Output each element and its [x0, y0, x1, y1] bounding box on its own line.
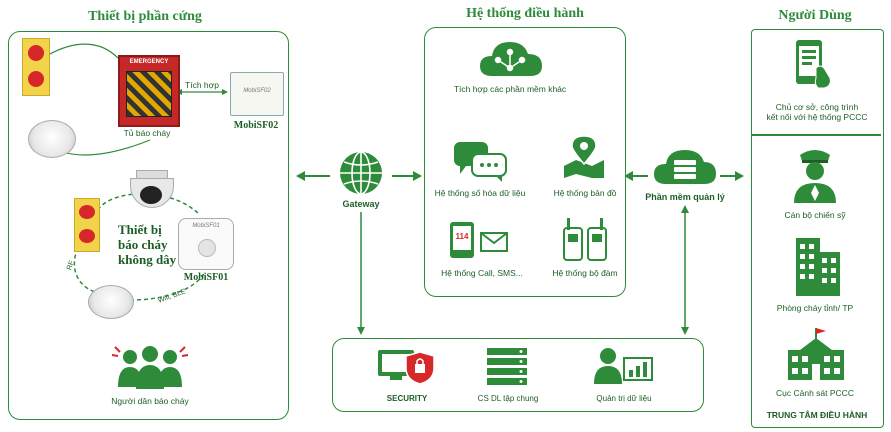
link-label: Tích hợp	[185, 80, 219, 90]
hardware-title: Thiết bị phần cứng	[88, 9, 202, 24]
people-icon	[111, 346, 189, 389]
alarm-button-2-icon	[74, 198, 100, 252]
headquarters-icon[interactable]	[784, 326, 848, 382]
mobisf01-device-icon: MobiSF01	[178, 218, 234, 270]
alarm-button-icon	[22, 38, 50, 96]
walkie-talkie-icon[interactable]	[560, 218, 612, 262]
cloud-integration-icon[interactable]	[478, 38, 544, 82]
digital-label: Hệ thống số hóa dữ liệu	[434, 188, 526, 198]
building-icon[interactable]	[792, 234, 844, 298]
map-icon[interactable]	[562, 134, 606, 180]
call-label: Hệ thống Call, SMS...	[441, 268, 523, 278]
security-label: SECURITY	[386, 394, 428, 403]
emergency-text: EMERGENCY	[129, 59, 169, 65]
integration-label: Tích hợp các phần mềm khác	[453, 84, 567, 94]
officer-label: Cán bộ chiến sỹ	[784, 210, 846, 220]
users-title: Người Dùng	[778, 8, 852, 23]
radio-label: Hệ thống bộ đàm	[552, 268, 618, 278]
database-icon[interactable]	[486, 346, 528, 386]
center-label: TRUNG TÂM ĐIỀU HÀNH	[766, 410, 868, 420]
software-label: Phần mềm quản lý	[645, 192, 725, 202]
smartphone-icon[interactable]	[794, 38, 834, 90]
gateway-globe-icon[interactable]	[338, 150, 384, 196]
security-icon[interactable]	[376, 346, 438, 386]
owner-label: Chủ cơ sở, công trình kết nối với hệ thố…	[766, 102, 868, 122]
police-label: Cục Cảnh sát PCCC	[776, 388, 854, 398]
mail-icon[interactable]	[480, 232, 508, 252]
camera-icon	[128, 170, 174, 210]
cabinet-label: Tủ báo cháy	[123, 128, 171, 138]
mobisf02-label: MobiSF02	[233, 120, 279, 131]
server-cloud-icon[interactable]	[654, 148, 716, 188]
gateway-label: Gateway	[342, 199, 380, 209]
mobisf01-label: MobiSF01	[183, 272, 229, 283]
map-label: Hệ thống bản đồ	[553, 188, 617, 198]
province-label: Phòng cháy tỉnh/ TP	[776, 303, 854, 313]
emergency-cabinet-icon: EMERGENCY	[118, 55, 180, 127]
mobisf02-device-icon: MobiSF02	[230, 72, 284, 116]
admin-label: Quản trị dữ liệu	[596, 394, 652, 403]
smoke-detector-2-icon	[88, 285, 134, 319]
wireless-label: Thiết bị báo cháy không dây	[118, 222, 177, 267]
officer-icon[interactable]	[792, 145, 838, 205]
phone-call-icon[interactable]: 114	[450, 222, 474, 258]
users-divider	[752, 134, 881, 136]
chat-data-icon[interactable]	[452, 140, 508, 182]
system-title: Hệ thống điều hành	[466, 6, 584, 21]
data-admin-icon[interactable]	[592, 346, 654, 386]
database-label: CS DL tập chung	[477, 394, 539, 403]
people-label: Người dân báo cháy	[111, 396, 189, 406]
smoke-detector-icon	[28, 120, 76, 158]
